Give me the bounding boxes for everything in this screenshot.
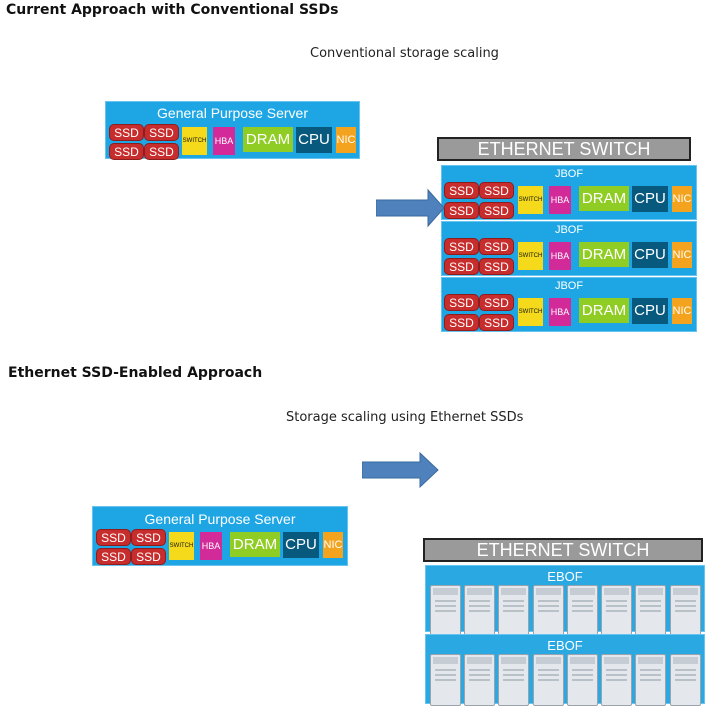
ethernet-ssd-drive <box>464 585 495 637</box>
ssd-drive: SSD <box>479 294 514 311</box>
ethernet-ssd-drive <box>430 654 461 706</box>
cpu-chip: CPU <box>283 532 319 558</box>
ethernet-ssd-drive <box>567 585 598 637</box>
ethernet-ssd-drive <box>498 585 529 637</box>
ssd-drive: SSD <box>96 529 131 546</box>
pcie-switch-chip: SWITCH <box>182 127 207 155</box>
nic-chip: NIC <box>672 298 692 324</box>
ssd-drive: SSD <box>479 314 514 331</box>
ethernet-ssd-drive <box>567 654 598 706</box>
nic-chip: NIC <box>672 186 692 212</box>
hba-chip: HBA <box>549 186 571 214</box>
ethernet-ssd-drive <box>601 654 632 706</box>
ebof-enclosure: EBOF <box>425 565 705 637</box>
nic-chip: NIC <box>323 532 343 558</box>
ethernet-switch: ETHERNET SWITCH <box>437 137 691 161</box>
dram-chip: DRAM <box>579 186 629 211</box>
scale-arrow-conventional <box>376 188 445 228</box>
ethernet-ssd-drive <box>533 654 564 706</box>
ethernet-ssd-drive <box>635 654 666 706</box>
ebof-enclosure: EBOF <box>425 634 705 706</box>
hba-chip: HBA <box>213 127 235 155</box>
dram-chip: DRAM <box>579 298 629 323</box>
section1-heading: Current Approach with Conventional SSDs <box>6 2 339 18</box>
ssd-drive: SSD <box>444 202 479 219</box>
ethernet-switch: ETHERNET SWITCH <box>423 538 703 562</box>
jbof-title: JBOF <box>554 168 584 180</box>
server-title: General Purpose Server <box>157 105 308 121</box>
ssd-drive: SSD <box>144 124 179 141</box>
nic-chip: NIC <box>336 127 356 153</box>
ssd-drive: SSD <box>131 548 166 565</box>
ssd-drive: SSD <box>131 529 166 546</box>
server-title: General Purpose Server <box>144 511 296 527</box>
server-box-ethernet: General Purpose Server SSD SSD SSD SSD S… <box>92 506 348 566</box>
ethernet-ssd-drive <box>670 585 701 637</box>
jbof-title: JBOF <box>554 224 584 236</box>
ebof-title: EBOF <box>547 638 583 653</box>
ethernet-ssd-drive <box>635 585 666 637</box>
jbof-enclosure: JBOF SSD SSD SSD SSD SWITCH HBA DRAM CPU… <box>441 277 697 332</box>
server-box-conventional: General Purpose Server SSD SSD SSD SSD S… <box>105 101 360 160</box>
ssd-drive: SSD <box>444 314 479 331</box>
pcie-switch-chip: SWITCH <box>518 298 543 326</box>
ssd-drive: SSD <box>444 238 479 255</box>
pcie-switch-chip: SWITCH <box>518 242 543 270</box>
dram-chip: DRAM <box>579 242 629 267</box>
ethernet-ssd-drive <box>670 654 701 706</box>
hba-chip: HBA <box>549 298 571 326</box>
nic-chip: NIC <box>672 242 692 268</box>
ssd-drive: SSD <box>444 294 479 311</box>
dram-chip: DRAM <box>243 127 293 152</box>
scale-arrow-ethernet <box>362 452 439 489</box>
ssd-drive: SSD <box>479 258 514 275</box>
ssd-drive: SSD <box>109 124 144 141</box>
ssd-drive: SSD <box>479 182 514 199</box>
ethernet-ssd-drive <box>498 654 529 706</box>
ethernet-ssd-drive <box>533 585 564 637</box>
ethernet-ssd-drive <box>464 654 495 706</box>
section2-subtitle: Storage scaling using Ethernet SSDs <box>286 410 524 425</box>
section2-heading: Ethernet SSD-Enabled Approach <box>8 365 263 381</box>
pcie-switch-chip: SWITCH <box>169 532 194 560</box>
dram-chip: DRAM <box>230 532 280 557</box>
ssd-drive: SSD <box>96 548 131 565</box>
ssd-drive: SSD <box>479 238 514 255</box>
cpu-chip: CPU <box>296 127 332 153</box>
pcie-switch-chip: SWITCH <box>518 186 543 214</box>
ssd-drive: SSD <box>444 258 479 275</box>
cpu-chip: CPU <box>632 186 668 212</box>
ebof-title: EBOF <box>547 569 583 584</box>
jbof-enclosure: JBOF SSD SSD SSD SSD SWITCH HBA DRAM CPU… <box>441 221 697 276</box>
ssd-drive: SSD <box>109 143 144 160</box>
jbof-title: JBOF <box>554 280 584 292</box>
section1-subtitle: Conventional storage scaling <box>310 46 499 61</box>
hba-chip: HBA <box>200 532 222 560</box>
hba-chip: HBA <box>549 242 571 270</box>
ethernet-ssd-drive <box>601 585 632 637</box>
ssd-drive: SSD <box>444 182 479 199</box>
ssd-drive: SSD <box>144 143 179 160</box>
cpu-chip: CPU <box>632 298 668 324</box>
ssd-drive: SSD <box>479 202 514 219</box>
cpu-chip: CPU <box>632 242 668 268</box>
ethernet-ssd-drive <box>430 585 461 637</box>
jbof-enclosure: JBOF SSD SSD SSD SSD SWITCH HBA DRAM CPU… <box>441 165 697 220</box>
